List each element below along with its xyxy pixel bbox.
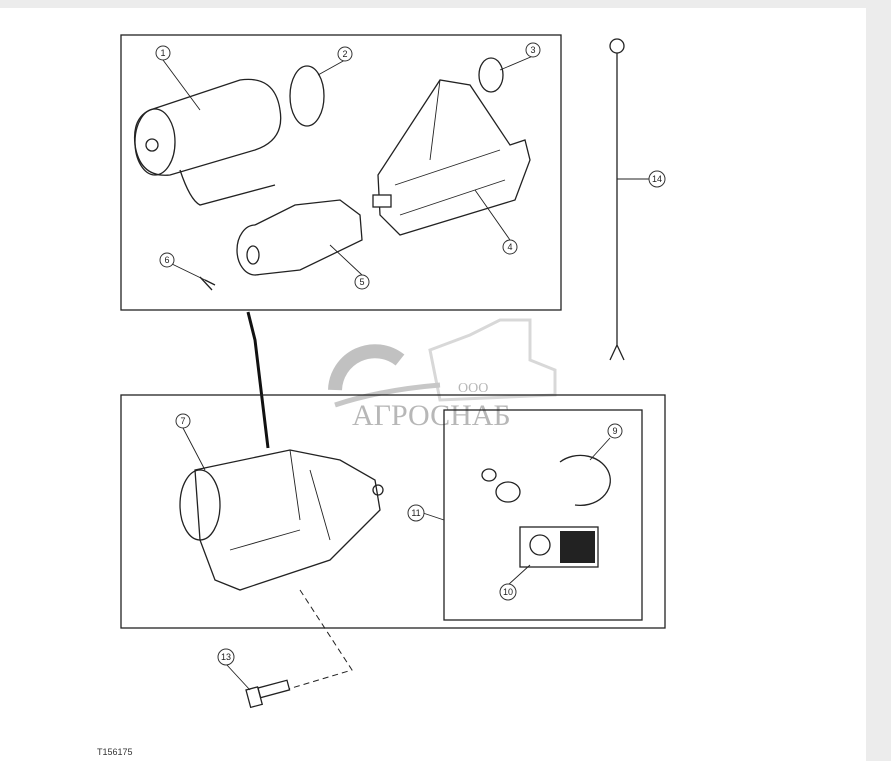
callout-4: 4: [502, 239, 518, 255]
callout-7: 7: [175, 413, 191, 429]
lower-parts-frame: [120, 394, 666, 629]
svg-text:13: 13: [221, 652, 231, 662]
svg-text:10: 10: [503, 587, 513, 597]
svg-text:11: 11: [411, 508, 420, 518]
callout-10: 10: [499, 583, 517, 601]
svg-text:1: 1: [160, 48, 165, 58]
part-starter-assembly: [179, 449, 384, 591]
svg-text:5: 5: [359, 277, 364, 287]
part-rod: [609, 38, 625, 361]
callout-5: 5: [354, 274, 370, 290]
watermark-logo: ООО АГРОСНАБ: [328, 318, 557, 432]
part-motor: [133, 78, 282, 206]
part-o-ring-2: [289, 65, 325, 127]
part-seal: [495, 481, 521, 503]
callout-11: 11: [407, 504, 425, 522]
part-drive-gear: [236, 199, 363, 276]
watermark-prefix: ООО: [458, 381, 488, 396]
combine-harvester-icon: [428, 318, 557, 402]
svg-text:3: 3: [530, 45, 535, 55]
part-clip: [559, 454, 611, 507]
upper-parts-frame: [120, 34, 562, 311]
kit-frame: [443, 409, 643, 621]
part-warning-decal: [519, 526, 599, 568]
gear-icon: [328, 344, 405, 391]
part-o-ring-3: [478, 57, 504, 93]
callout-1: 1: [155, 45, 171, 61]
callout-9: 9: [607, 423, 623, 439]
svg-text:7: 7: [180, 416, 185, 426]
watermark-brand: АГРОСНАБ: [352, 399, 511, 432]
callout-14: 14: [648, 170, 666, 188]
part-housing: [372, 79, 531, 236]
callout-3: 3: [525, 42, 541, 58]
part-fitting-6: [199, 276, 216, 291]
svg-text:6: 6: [164, 255, 169, 265]
callout-13: 13: [217, 648, 235, 666]
figure-id: T156175: [97, 747, 133, 757]
part-bolt: [245, 679, 291, 709]
callout-2: 2: [337, 46, 353, 62]
svg-text:14: 14: [652, 174, 662, 184]
callouts: 1 2 3 4 5 6 7 9 10 11 13 14: [155, 42, 666, 666]
svg-text:9: 9: [612, 426, 617, 436]
callout-6: 6: [159, 252, 175, 268]
svg-text:4: 4: [507, 242, 512, 252]
svg-text:2: 2: [342, 49, 347, 59]
